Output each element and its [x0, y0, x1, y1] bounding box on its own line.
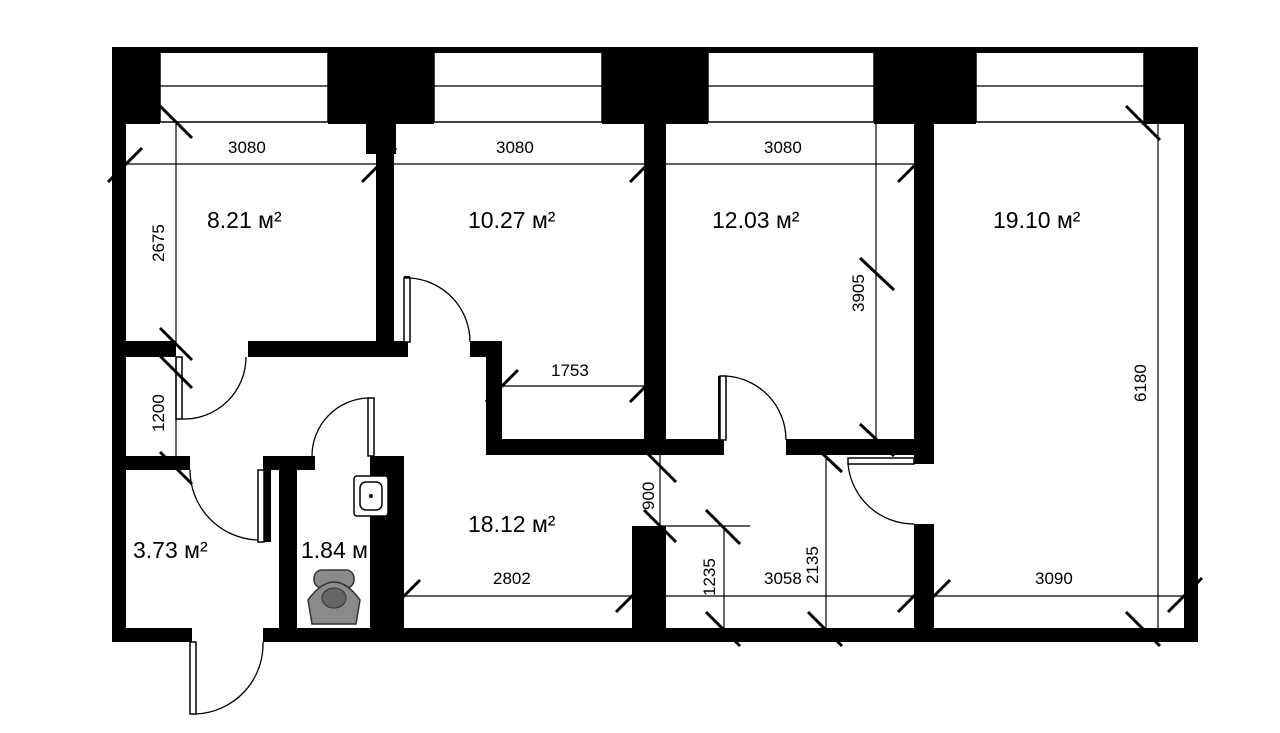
dimension-label: 2135	[803, 546, 822, 584]
door-leaf	[257, 469, 265, 543]
room-labels: 8.21 м² 10.27 м² 12.03 м² 19.10 м² 18.12…	[133, 207, 1081, 563]
door-swing	[181, 356, 247, 420]
door-swing	[409, 277, 471, 343]
door-leaf	[175, 356, 183, 420]
dimension-label: 3080	[228, 138, 266, 157]
window	[975, 51, 1145, 123]
windows	[159, 51, 1145, 123]
dimension-label: 3080	[764, 138, 802, 157]
room-area-label: 10.27 м²	[468, 207, 556, 233]
dimension-label: 6180	[1131, 364, 1150, 402]
door-swing	[311, 397, 369, 457]
room-area-label: 1.84 м	[301, 537, 368, 563]
door-leaf	[367, 397, 375, 457]
room-area-label: 12.03 м²	[712, 207, 800, 233]
dimension-label: 3090	[1035, 569, 1073, 588]
dimension-label: 2675	[149, 224, 168, 262]
dimension-label: 3080	[496, 138, 534, 157]
door-leaf	[403, 277, 411, 343]
dimension-ticks	[106, 104, 1204, 648]
dimension-label: 2802	[493, 569, 531, 588]
door-swing	[725, 375, 787, 441]
door-swing	[195, 641, 264, 715]
room-area-label: 3.73 м²	[133, 537, 208, 563]
dimension-label: 3058	[764, 569, 802, 588]
door-leaf	[847, 457, 915, 465]
dimension-labels: 3080 3080 3080 2675 1200 1753 3905 6180 …	[149, 138, 1150, 596]
dimension-label: 1235	[700, 558, 719, 596]
dimension-label: 900	[639, 482, 658, 510]
dimension-label: 1200	[149, 394, 168, 432]
dimension-label: 1753	[551, 361, 589, 380]
door-swing	[847, 463, 915, 525]
window	[707, 51, 875, 123]
room-area-label: 18.12 м²	[468, 511, 556, 537]
entrance-door-leaf	[189, 641, 197, 715]
door-leaf	[719, 375, 727, 441]
toilet-icon	[307, 569, 361, 625]
dimension-lines	[120, 124, 1184, 628]
door-swing	[189, 469, 259, 541]
window	[433, 51, 603, 123]
window	[159, 51, 329, 123]
sink-icon	[353, 475, 389, 517]
walls	[112, 47, 1198, 642]
dimension-label: 3905	[849, 274, 868, 312]
room-area-label: 8.21 м²	[207, 207, 282, 233]
room-area-label: 19.10 м²	[993, 207, 1081, 233]
